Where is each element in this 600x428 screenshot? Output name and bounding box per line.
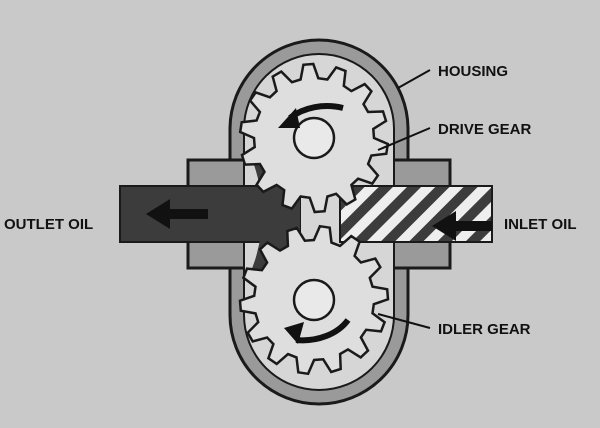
housing-leader-line [397, 69, 431, 89]
idler-gear-rotation-arrow [284, 318, 351, 344]
outlet-flow-arrow [146, 199, 208, 229]
inlet-oil-label: INLET OIL [504, 216, 577, 233]
drive-gear-rotation-arrow [278, 103, 344, 128]
gear-layer [238, 62, 390, 376]
idler-gear-hub [292, 278, 336, 322]
drive-gear [238, 62, 390, 214]
idler-gear-leader-line [377, 313, 431, 329]
outlet-oil-label: OUTLET OIL [4, 216, 93, 233]
drive-gear-leader-line [377, 127, 431, 151]
inlet-oil-channel [339, 185, 493, 243]
drive-gear-hub [292, 116, 336, 160]
idler-gear [238, 224, 390, 376]
housing-label: HOUSING [438, 63, 508, 80]
inlet-flow-arrow [432, 211, 492, 241]
drive-gear-label: DRIVE GEAR [438, 121, 532, 138]
idler-gear-label: IDLER GEAR [438, 321, 531, 338]
